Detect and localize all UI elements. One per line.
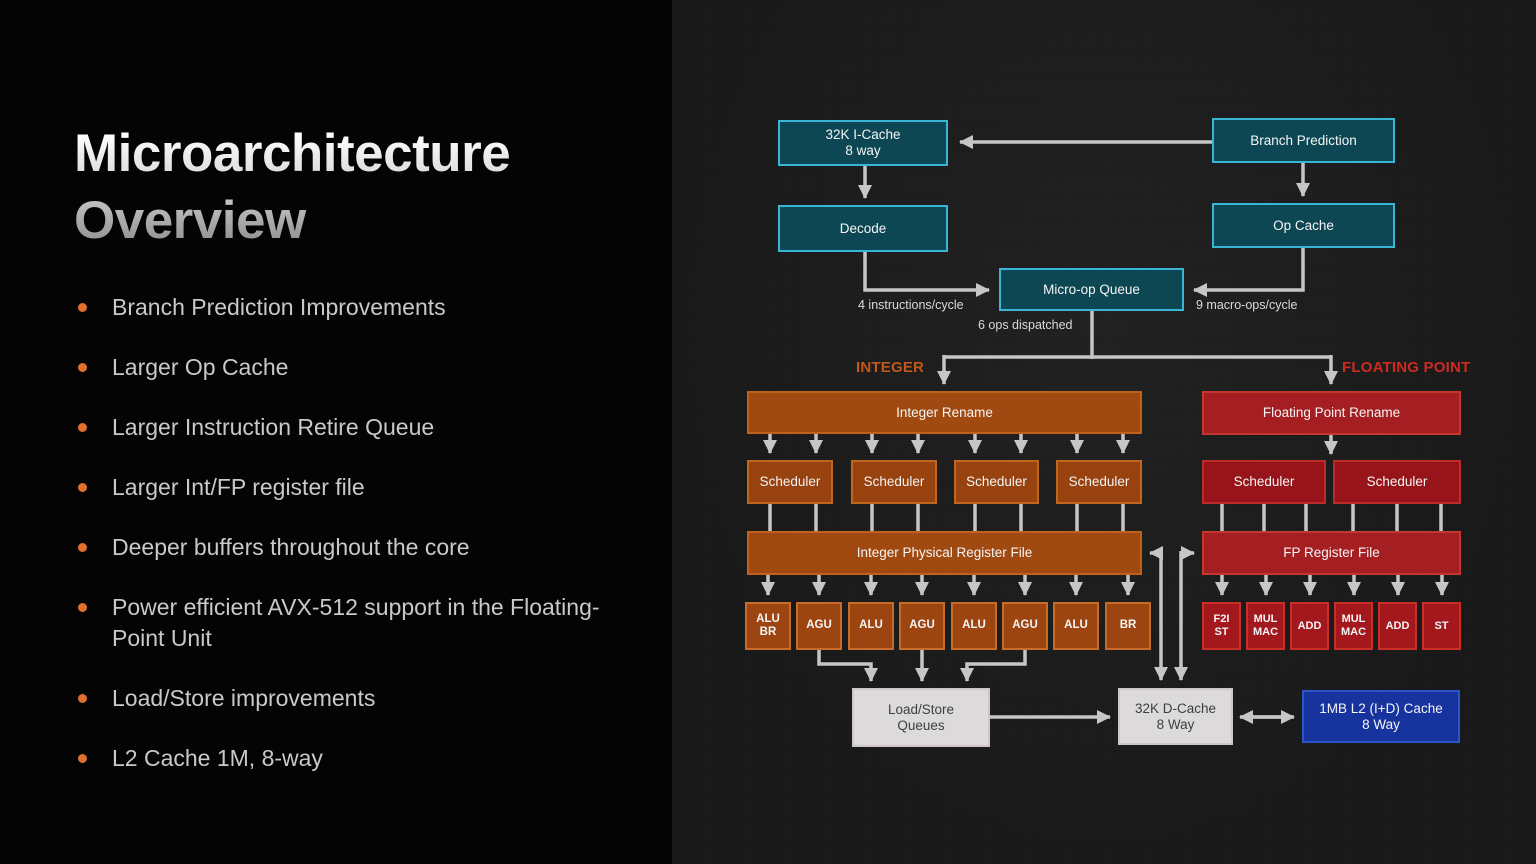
list-item: Deeper buffers throughout the core: [76, 532, 636, 563]
box-exec-br: BR: [1105, 602, 1151, 650]
box-l2-cache: 1MB L2 (I+D) Cache 8 Way: [1302, 690, 1460, 743]
box-fp-scheduler-1: Scheduler: [1202, 460, 1326, 504]
box-integer-rename: Integer Rename: [747, 391, 1142, 434]
box-exec-alu-1: ALU: [848, 602, 894, 650]
box-fp-add-2: ADD: [1378, 602, 1417, 650]
bullet-list: Branch Prediction Improvements Larger Op…: [76, 292, 636, 803]
box-exec-agu-3: AGU: [1002, 602, 1048, 650]
box-exec-agu-2: AGU: [899, 602, 945, 650]
box-dcache: 32K D-Cache 8 Way: [1118, 688, 1233, 745]
box-fp-add-1: ADD: [1290, 602, 1329, 650]
box-exec-alu-3: ALU: [1053, 602, 1099, 650]
box-exec-alu-br: ALU BR: [745, 602, 791, 650]
box-integer-physical-register-file: Integer Physical Register File: [747, 531, 1142, 575]
list-item: Larger Instruction Retire Queue: [76, 412, 636, 443]
box-exec-alu-2: ALU: [951, 602, 997, 650]
box-fp-mul-mac-1: MUL MAC: [1246, 602, 1285, 650]
label-floating-point-zone: FLOATING POINT: [1342, 359, 1471, 376]
list-item: Branch Prediction Improvements: [76, 292, 636, 323]
label-ops-dispatched: 6 ops dispatched: [978, 318, 1073, 332]
box-exec-agu-1: AGU: [796, 602, 842, 650]
list-item: Larger Op Cache: [76, 352, 636, 383]
box-int-scheduler-1: Scheduler: [747, 460, 833, 504]
box-branch-prediction: Branch Prediction: [1212, 118, 1395, 163]
page-title: Microarchitecture Overview: [74, 120, 634, 254]
box-micro-op-queue: Micro-op Queue: [999, 268, 1184, 311]
box-fp-mul-mac-2: MUL MAC: [1334, 602, 1373, 650]
box-op-cache: Op Cache: [1212, 203, 1395, 248]
box-load-store-queues: Load/Store Queues: [852, 688, 990, 747]
label-instructions-per-cycle: 4 instructions/cycle: [858, 298, 964, 312]
box-int-scheduler-3: Scheduler: [954, 460, 1039, 504]
list-item: Larger Int/FP register file: [76, 472, 636, 503]
label-integer-zone: INTEGER: [856, 359, 925, 376]
slide-text-panel: Microarchitecture Overview Branch Predic…: [0, 0, 672, 864]
box-fp-scheduler-2: Scheduler: [1333, 460, 1461, 504]
box-int-scheduler-4: Scheduler: [1056, 460, 1142, 504]
box-decode: Decode: [778, 205, 948, 252]
list-item: Power efficient AVX-512 support in the F…: [76, 592, 636, 654]
label-macro-ops-per-cycle: 9 macro-ops/cycle: [1196, 298, 1298, 312]
box-fp-f2i-st: F2I ST: [1202, 602, 1241, 650]
box-fp-register-file: FP Register File: [1202, 531, 1461, 575]
box-fp-st: ST: [1422, 602, 1461, 650]
box-int-scheduler-2: Scheduler: [851, 460, 937, 504]
list-item: Load/Store improvements: [76, 683, 636, 714]
box-icache: 32K I-Cache 8 way: [778, 120, 948, 166]
list-item: L2 Cache 1M, 8-way: [76, 743, 636, 774]
box-fp-rename: Floating Point Rename: [1202, 391, 1461, 435]
